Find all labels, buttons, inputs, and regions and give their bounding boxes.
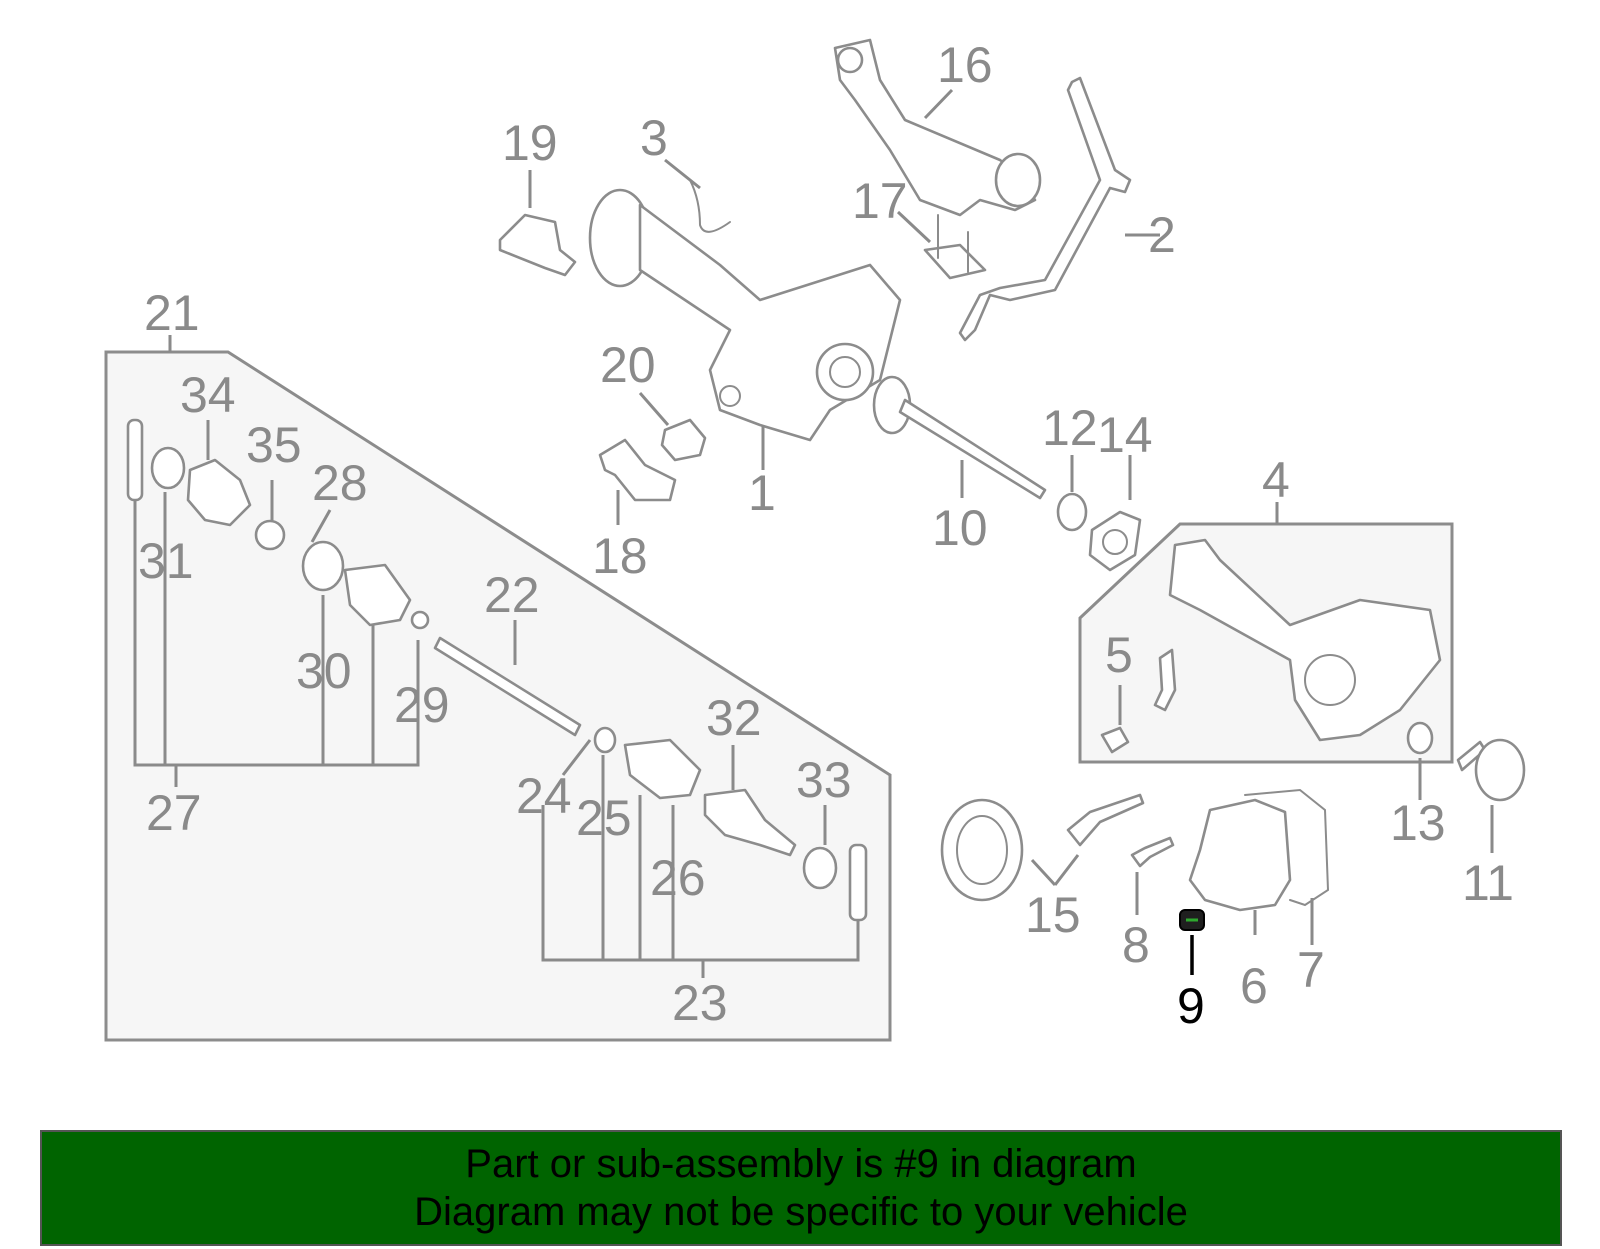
callout-23: 23 [672, 975, 728, 1031]
callout-6: 6 [1240, 958, 1268, 1014]
callout-16: 16 [937, 37, 993, 93]
part-13-seal [1406, 721, 1434, 755]
assembly-panel-21 [104, 350, 892, 1042]
half-shaft-parts [126, 418, 868, 922]
callout-24: 24 [516, 768, 572, 824]
callout-12: 12 [1042, 400, 1098, 456]
callout-15: 15 [1025, 887, 1081, 943]
parts-diagram: 1 2 3 4 5 6 7 8 9 10 11 12 13 14 15 16 1… [104, 37, 1526, 1042]
part-8-bolt [1130, 836, 1175, 868]
callout-34: 34 [180, 367, 236, 423]
callout-19: 19 [502, 115, 558, 171]
callout-5: 5 [1105, 627, 1133, 683]
callout-17: 17 [852, 173, 908, 229]
callout-14: 14 [1097, 407, 1153, 463]
part-11-flange [1456, 738, 1526, 802]
callout-22: 22 [484, 567, 540, 623]
info-banner: Part or sub-assembly is #9 in diagram Di… [40, 1130, 1562, 1246]
callout-25: 25 [576, 790, 632, 846]
part-14-bearing [1088, 510, 1142, 572]
callout-30: 30 [296, 643, 352, 699]
part-1-axle-housing [588, 188, 902, 442]
part-10-shaft [872, 375, 1047, 500]
part-16-arm [833, 38, 1042, 217]
part-2-rod [958, 76, 1132, 342]
callout-35: 35 [246, 417, 302, 473]
callout-21: 21 [144, 285, 200, 341]
part-17-bracket [923, 214, 987, 280]
callout-33: 33 [796, 752, 852, 808]
part-5-bolt [1100, 648, 1177, 754]
callout-28: 28 [312, 455, 368, 511]
part-7-gasket [1244, 788, 1330, 907]
callout-2: 2 [1148, 207, 1176, 263]
banner-border [40, 1130, 1562, 1246]
callout-1: 1 [748, 465, 776, 521]
callout-29: 29 [394, 677, 450, 733]
callout-18: 18 [592, 528, 648, 584]
callout-26: 26 [650, 850, 706, 906]
part-19-mount [498, 213, 577, 277]
callout-10: 10 [932, 500, 988, 556]
callout-27: 27 [146, 785, 202, 841]
callout-32: 32 [706, 690, 762, 746]
callout-13: 13 [1390, 795, 1446, 851]
callout-8: 8 [1122, 917, 1150, 973]
part-6-cover [1188, 798, 1292, 912]
callout-7: 7 [1297, 942, 1325, 998]
banner-line-2: Diagram may not be specific to your vehi… [414, 1190, 1188, 1234]
part-12-seal [1056, 492, 1088, 532]
banner-line-1: Part or sub-assembly is #9 in diagram [465, 1142, 1137, 1186]
callout-3: 3 [640, 110, 668, 166]
callout-20: 20 [600, 337, 656, 393]
callout-11: 11 [1462, 855, 1514, 911]
part-20-bushing [660, 418, 707, 462]
leader-lines [133, 88, 1494, 978]
part-4-housing [1168, 538, 1442, 742]
part-3-hose [689, 179, 731, 233]
part-18-bracket [598, 438, 677, 502]
callout-labels: 1 2 3 4 5 6 7 8 9 10 11 12 13 14 15 16 1… [138, 37, 1514, 1034]
callout-4: 4 [1262, 452, 1290, 508]
callout-9: 9 [1177, 978, 1205, 1034]
part-15-gear-set [940, 793, 1145, 902]
callout-31: 31 [138, 533, 194, 589]
part-9-drain-plug [1179, 909, 1205, 931]
